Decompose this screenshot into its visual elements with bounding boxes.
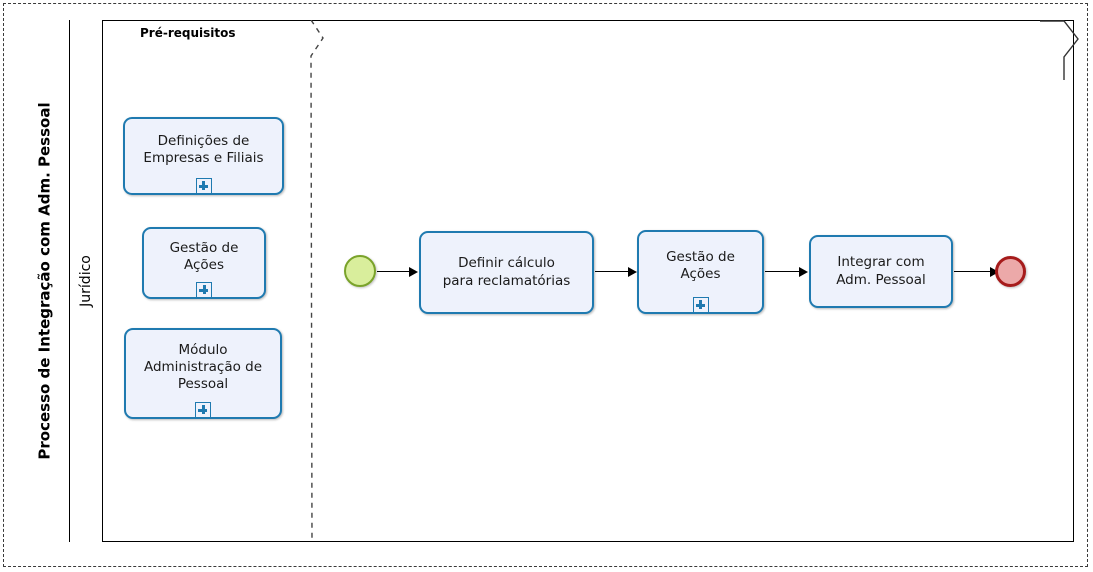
task-label: Gestão de Ações (666, 248, 735, 282)
lane-title-label: Jurídico (78, 255, 94, 307)
end-event-icon[interactable] (995, 256, 1026, 287)
sequence-flow-arrowhead (628, 267, 637, 277)
task-integrar-com-adm-pessoal[interactable]: Integrar com Adm. Pessoal (809, 235, 953, 308)
sequence-flow-definir-to-gestao (595, 271, 630, 272)
sequence-flow-arrowhead (799, 267, 808, 277)
task-definir-calculo-reclamatorias[interactable]: Definir cálculo para reclamatórias (419, 231, 594, 314)
sub-process-plus-icon (195, 402, 211, 418)
subprocess-gestao-de-acoes-flow[interactable]: Gestão de Ações (637, 230, 764, 314)
diagram-outer-frame (3, 3, 1088, 567)
task-label: Definições de Empresas e Filiais (143, 132, 264, 166)
sequence-flow-gestao-to-integrar (765, 271, 801, 272)
task-label: Módulo Administração de Pessoal (143, 341, 263, 393)
lane-title-band[interactable]: Jurídico (70, 20, 103, 542)
sub-process-plus-icon (195, 178, 212, 194)
sub-process-plus-icon (196, 282, 212, 298)
sub-process-plus-icon (692, 297, 709, 313)
subprocess-modulo-administracao-pessoal[interactable]: Módulo Administração de Pessoal (124, 328, 282, 419)
sequence-flow-integrar-to-end (954, 271, 992, 272)
subprocess-definicoes-empresas-filiais[interactable]: Definições de Empresas e Filiais (123, 117, 284, 195)
subprocess-gestao-de-acoes-prereq[interactable]: Gestão de Ações (142, 227, 266, 299)
task-label: Integrar com Adm. Pessoal (836, 254, 926, 288)
pool-title-band[interactable]: Processo de Integração com Adm. Pessoal (20, 20, 70, 542)
sequence-flow-arrowhead (409, 267, 418, 277)
pool-title-label: Processo de Integração com Adm. Pessoal (35, 102, 54, 460)
sequence-flow-start-to-definir (377, 271, 411, 272)
task-label: Definir cálculo para reclamatórias (442, 255, 571, 289)
sequence-flow-arrowhead (990, 267, 999, 277)
start-event-icon[interactable] (344, 255, 376, 287)
phase-label-prerequisitos: Pré-requisitos (140, 26, 236, 40)
task-label: Gestão de Ações (169, 239, 239, 273)
